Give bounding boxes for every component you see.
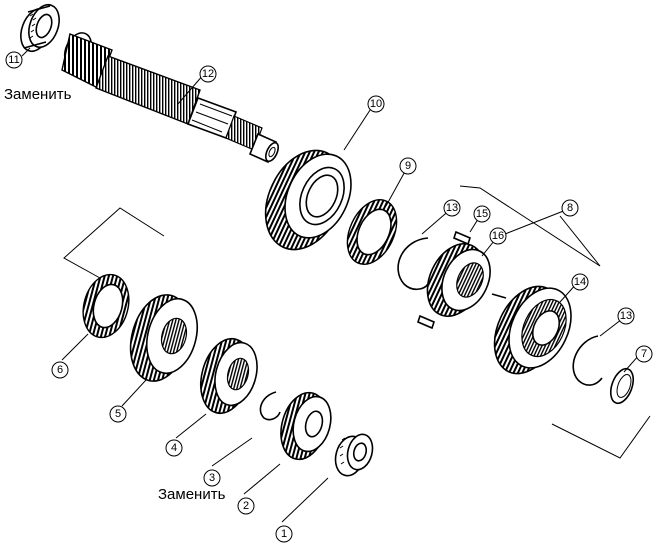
gear-4: [200, 337, 258, 415]
callout-12: 12: [199, 65, 217, 83]
callout-1: 1: [275, 525, 293, 543]
callout-2: 2: [237, 497, 255, 515]
callout-15-label: 15: [476, 208, 488, 220]
callout-7-label: 7: [641, 348, 647, 360]
snap-ring-3: [259, 391, 281, 421]
synchro-ring-9: [346, 199, 398, 265]
callout-11-label: 11: [8, 54, 19, 66]
callout-7: 7: [635, 345, 653, 363]
callout-11: 11: [5, 51, 23, 69]
callout-13a-label: 13: [446, 202, 458, 214]
callout-9-label: 9: [405, 160, 411, 172]
ring-7: [609, 367, 635, 405]
callout-5: 5: [109, 405, 127, 423]
callout-4-label: 4: [171, 442, 177, 454]
callout-5-label: 5: [115, 408, 121, 420]
bearing-11: [20, 3, 60, 53]
synchro-sleeve-14: [493, 285, 572, 375]
callout-3-label: 3: [209, 472, 215, 484]
callout-2-label: 2: [243, 500, 249, 512]
replace-note-top: Заменить: [4, 86, 72, 103]
callout-13a: 13: [443, 199, 461, 217]
callout-3: 3: [203, 469, 221, 487]
callout-6: 6: [51, 361, 69, 379]
callout-15: 15: [473, 205, 491, 223]
callout-16-label: 16: [492, 230, 504, 242]
gear-5: [129, 294, 198, 382]
callout-10-label: 10: [370, 98, 382, 110]
snap-ring-13a: [397, 237, 429, 291]
callout-4: 4: [165, 439, 183, 457]
group-bracket-left: [63, 207, 165, 279]
callout-13b: 13: [617, 307, 635, 325]
bearing-1: [334, 433, 374, 477]
gear-10: [264, 149, 352, 251]
callout-8: 8: [561, 199, 579, 217]
callout-8-label: 8: [567, 202, 573, 214]
callout-9: 9: [399, 157, 417, 175]
callout-1-label: 1: [281, 528, 287, 540]
callout-13b-label: 13: [620, 310, 632, 322]
synchro-hub-16: [426, 243, 507, 317]
callout-14: 14: [571, 273, 589, 291]
callout-14-label: 14: [574, 276, 586, 288]
callout-6-label: 6: [57, 364, 63, 376]
group-bracket-right: [459, 185, 651, 459]
replace-note-bottom: Заменить: [158, 486, 226, 503]
shaft-12: [61, 32, 279, 164]
gear-2: [280, 391, 332, 461]
callout-16: 16: [489, 227, 507, 245]
callout-10: 10: [367, 95, 385, 113]
callout-12-label: 12: [202, 68, 214, 80]
synchro-ring-6: [82, 273, 130, 339]
snap-ring-13b: [572, 335, 603, 386]
